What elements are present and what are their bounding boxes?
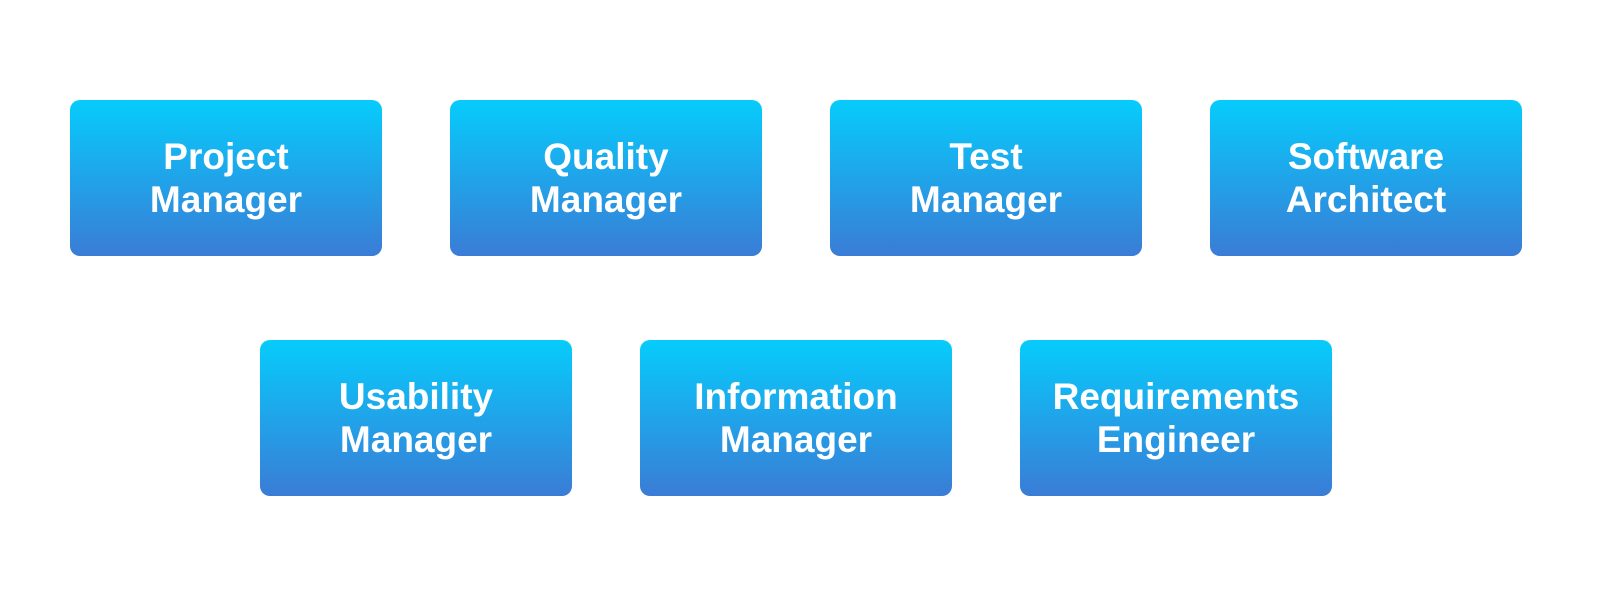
role-label-line-2: Manager [149, 179, 303, 220]
role-label-line-1: Software [1287, 136, 1445, 177]
role-box-information-manager: Information Manager [640, 340, 952, 496]
role-box-quality-manager: Quality Manager [450, 100, 762, 256]
role-label-line-1: Quality [543, 136, 669, 177]
role-box-test-manager: Test Manager [830, 100, 1142, 256]
role-box-project-manager: Project Manager [70, 100, 382, 256]
role-label: Requirements Engineer [1053, 375, 1300, 461]
role-label: Project Manager [150, 135, 302, 221]
role-label-line-1: Project [163, 136, 289, 177]
role-box-requirements-engineer: Requirements Engineer [1020, 340, 1332, 496]
role-label: Information Manager [694, 375, 897, 461]
role-label: Software Architect [1286, 135, 1446, 221]
role-label-line-2: Manager [719, 419, 873, 460]
role-label-line-1: Information [694, 376, 898, 417]
role-label-line-2: Architect [1285, 179, 1447, 220]
role-label-line-2: Manager [339, 419, 493, 460]
role-box-software-architect: Software Architect [1210, 100, 1522, 256]
role-label-line-2: Engineer [1096, 419, 1256, 460]
role-box-usability-manager: Usability Manager [260, 340, 572, 496]
role-label: Usability Manager [339, 375, 493, 461]
role-label-line-2: Manager [909, 179, 1063, 220]
role-label: Quality Manager [530, 135, 682, 221]
role-label-line-1: Usability [338, 376, 494, 417]
role-label: Test Manager [910, 135, 1062, 221]
role-label-line-1: Test [949, 136, 1023, 177]
role-label-line-2: Manager [529, 179, 683, 220]
role-label-line-1: Requirements [1052, 376, 1300, 417]
